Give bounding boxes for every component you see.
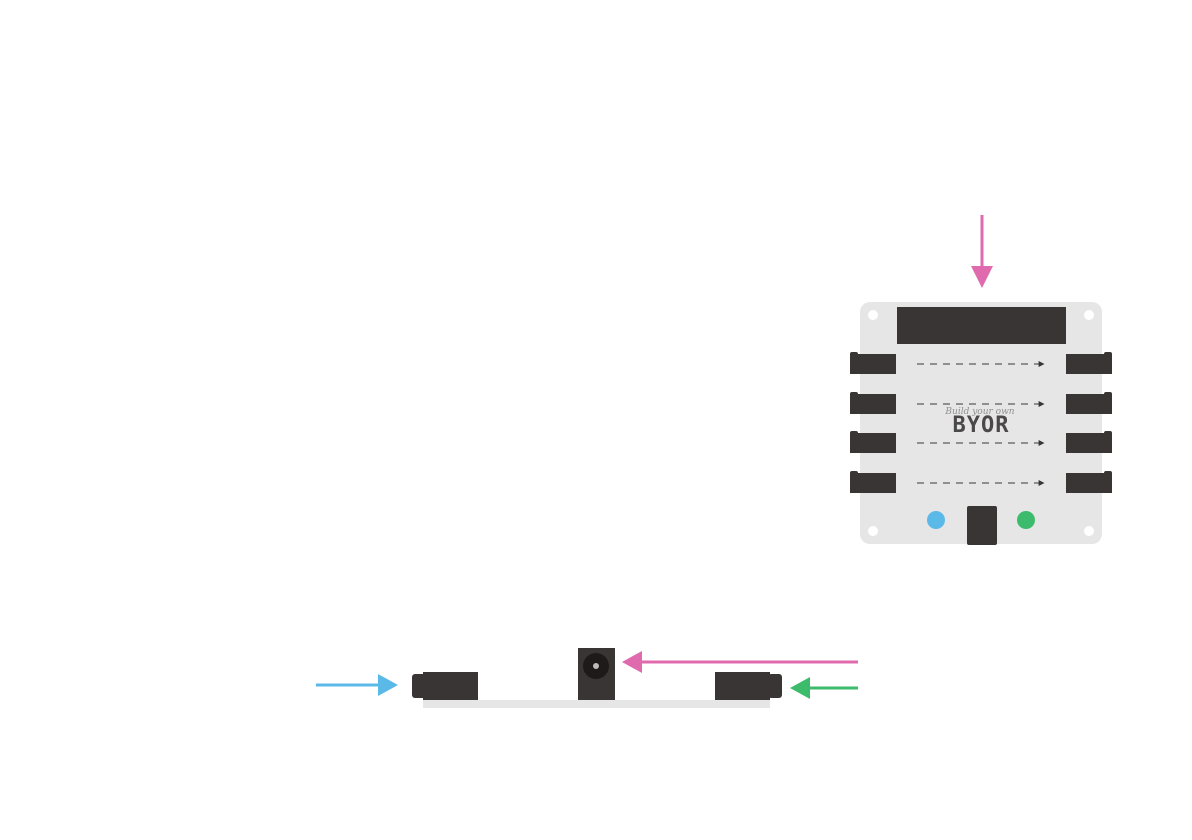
dc-jack-side xyxy=(578,648,615,700)
led-green xyxy=(1017,511,1035,529)
board-edge xyxy=(423,700,770,708)
mounting-hole xyxy=(868,310,878,320)
logo: Build your own BYOR xyxy=(944,407,1014,438)
board-side-view xyxy=(412,648,782,708)
header-block xyxy=(897,307,1066,344)
dc-jack-top xyxy=(967,506,997,545)
mounting-hole xyxy=(1084,526,1094,536)
arrow-left-icon xyxy=(622,651,858,673)
arrow-down-icon xyxy=(971,215,993,288)
board-top-view: Build your own BYOR xyxy=(850,302,1112,545)
led-blue xyxy=(927,511,945,529)
mounting-hole xyxy=(1084,310,1094,320)
mounting-hole xyxy=(868,526,878,536)
connector-side-left xyxy=(423,672,478,700)
arrow-left-icon xyxy=(790,677,858,699)
arrow-right-icon xyxy=(316,674,398,696)
logo-text: BYOR xyxy=(953,413,1010,438)
connector-side-right xyxy=(715,672,770,700)
